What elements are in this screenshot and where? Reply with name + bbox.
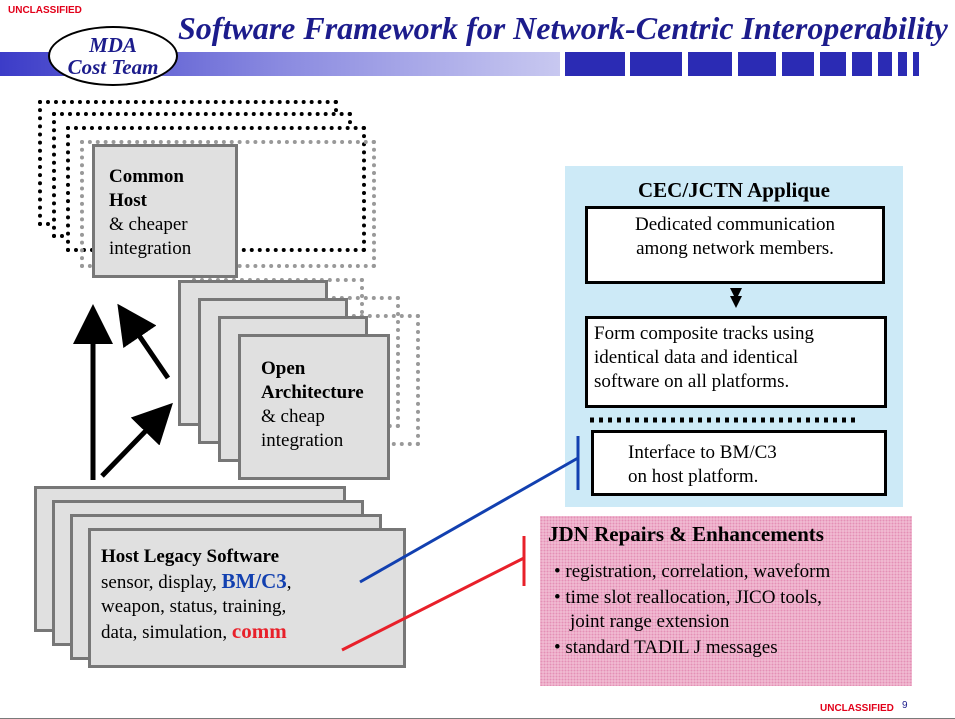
jdn-item: • time slot reallocation, JICO tools, <box>554 587 822 608</box>
page-title: Software Framework for Network-Centric I… <box>178 10 948 46</box>
red-connector-comm <box>341 556 525 652</box>
jdn-heading: JDN Repairs & Enhancements <box>548 522 824 546</box>
jdn-panel: JDN Repairs & Enhancements • registratio… <box>540 516 912 686</box>
arrow-open-arch-to-common-host <box>117 303 171 380</box>
cec-box3-line2: on host platform. <box>628 466 759 487</box>
cec-box1-line2: among network members. <box>636 238 834 259</box>
common-host-sub1: & cheaper <box>109 214 188 235</box>
cec-heading: CEC/JCTN Applique <box>638 178 830 202</box>
legacy-line3: weapon, status, training, <box>101 596 287 617</box>
classification-bottom: UNCLASSIFIED <box>820 703 894 714</box>
cec-box2-line1: Form composite tracks using <box>594 323 815 344</box>
header-bar <box>0 52 919 76</box>
cec-box1-line1: Dedicated communication <box>635 214 835 235</box>
common-host-title1: Common <box>109 166 184 187</box>
cec-box-interface: Interface to BM/C3 on host platform. <box>591 430 887 496</box>
bmc3-label: BM/C3 <box>221 569 287 593</box>
jdn-item: • registration, correlation, waveform <box>554 561 831 582</box>
classification-top: UNCLASSIFIED <box>8 5 82 16</box>
blue-connector-bmc3 <box>359 456 579 584</box>
open-arch-title2: Architecture <box>261 382 364 403</box>
legacy-line4-text: data, simulation, <box>101 622 228 643</box>
arrow-legacy-to-open-arch <box>100 402 173 478</box>
logo-line2: Cost Team <box>67 55 159 79</box>
open-arch-title1: Open <box>261 358 306 379</box>
logo-line1: MDA <box>89 33 137 57</box>
legacy-title: Host Legacy Software <box>101 546 280 567</box>
open-arch-box: Open Architecture & cheap integration <box>238 334 390 480</box>
cec-box-communication: Dedicated communication among network me… <box>585 206 885 284</box>
legacy-comma: , <box>286 572 292 593</box>
team-logo: MDA Cost Team <box>48 26 178 86</box>
legacy-line4: data, simulation, comm <box>101 619 403 645</box>
jdn-item: joint range extension <box>570 611 730 632</box>
page-number: 9 <box>902 700 908 711</box>
cec-panel: CEC/JCTN Applique Dedicated communicatio… <box>565 166 903 507</box>
cec-box2-line2: identical data and identical <box>594 347 799 368</box>
legacy-line2: sensor, display, BM/C3, <box>101 569 403 595</box>
jdn-item: • standard TADIL J messages <box>554 637 778 658</box>
cec-box3-line1: Interface to BM/C3 <box>628 442 777 463</box>
open-arch-sub1: & cheap <box>261 406 325 427</box>
legacy-box: Host Legacy Software sensor, display, BM… <box>88 528 406 668</box>
common-host-title2: Host <box>109 190 147 211</box>
common-host-sub2: integration <box>109 238 192 259</box>
legacy-line2-text: sensor, display, <box>101 572 217 593</box>
common-host-box: Common Host & cheaper integration <box>92 144 238 278</box>
comm-label: comm <box>231 619 287 643</box>
cec-box2-line3: software on all platforms. <box>594 371 790 392</box>
cec-box-composite-tracks: Form composite tracks using identical da… <box>585 316 887 408</box>
open-arch-sub2: integration <box>261 430 344 451</box>
